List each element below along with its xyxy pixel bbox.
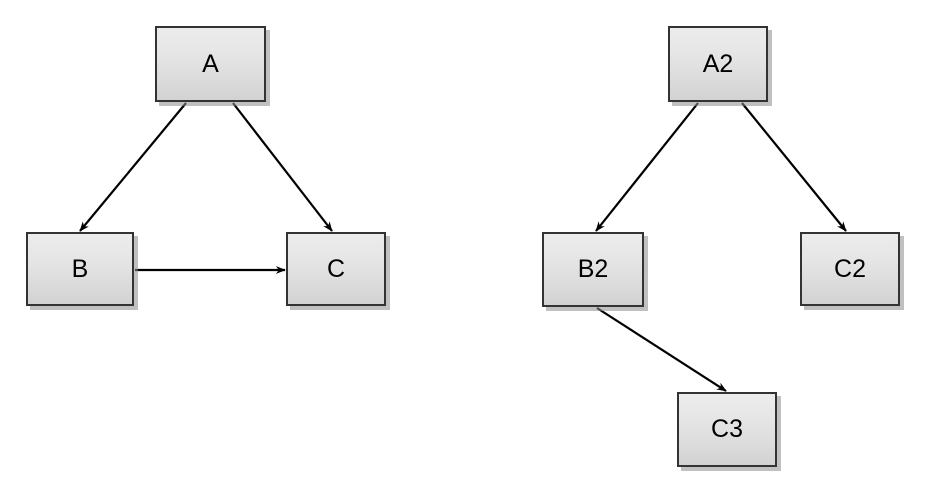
node-label: C3	[711, 415, 743, 443]
edge-b2-to-c3[interactable]	[596, 307, 727, 392]
node-label: C	[326, 254, 346, 283]
edge-a-to-c[interactable]	[232, 102, 333, 232]
node-c[interactable]: C	[286, 232, 386, 306]
edge-a2-to-b2[interactable]	[595, 102, 699, 232]
node-label: A	[202, 49, 219, 78]
node-label: B2	[577, 255, 609, 283]
node-c2[interactable]: C2	[800, 232, 900, 306]
node-b2[interactable]: B2	[542, 232, 644, 307]
edge-a2-to-c2[interactable]	[741, 102, 847, 232]
node-a[interactable]: A	[155, 26, 266, 102]
edges-group	[79, 102, 847, 392]
node-a2[interactable]: A2	[668, 26, 768, 102]
node-label: C2	[834, 254, 866, 283]
node-label: A2	[702, 49, 734, 78]
node-label: B	[71, 254, 89, 283]
node-c3[interactable]: C3	[677, 392, 777, 467]
node-b[interactable]: B	[26, 232, 134, 306]
edge-a-to-b[interactable]	[79, 102, 187, 232]
